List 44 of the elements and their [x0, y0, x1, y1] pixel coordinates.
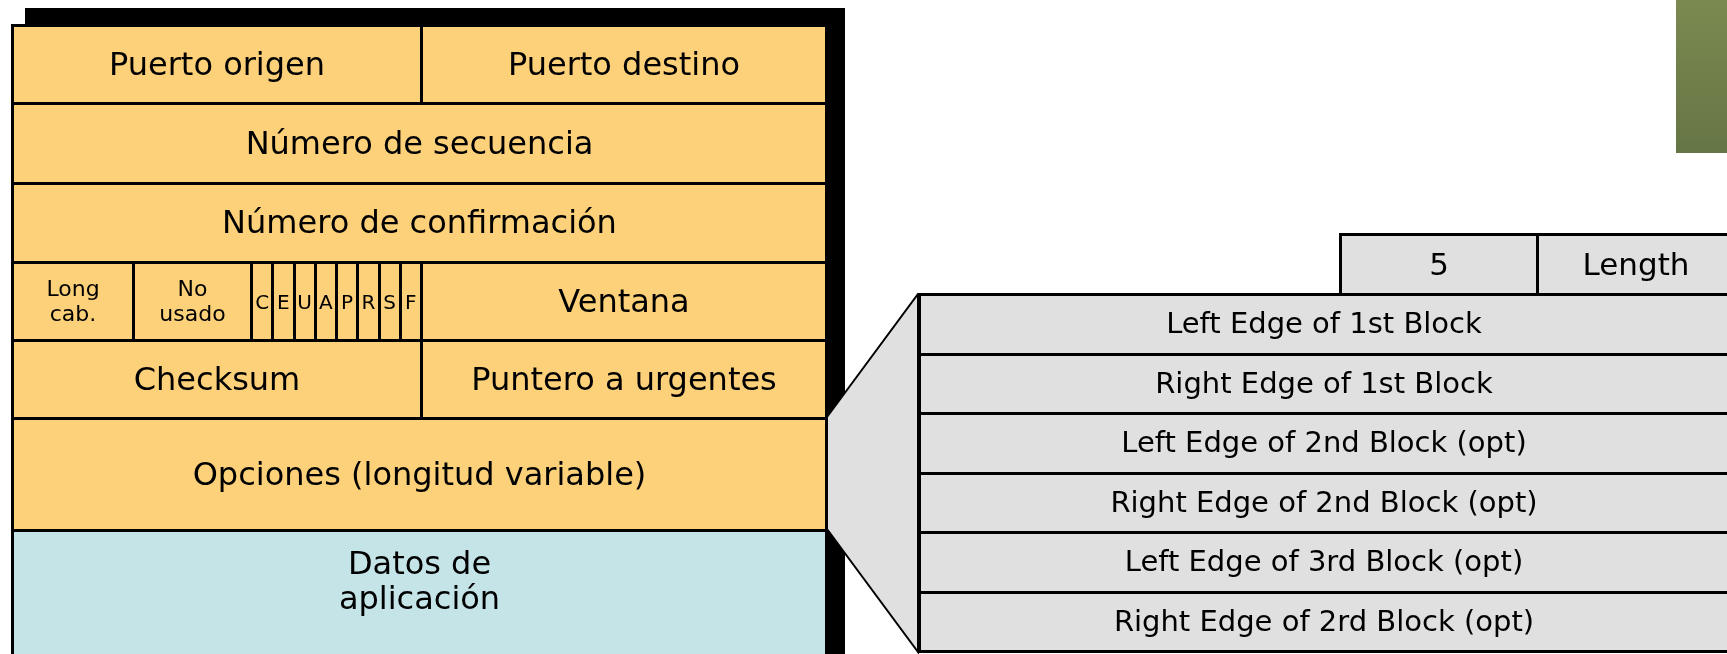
- header-field: [11, 24, 423, 105]
- option-field: [918, 293, 1727, 356]
- payload-field: [11, 529, 828, 654]
- header-field: [11, 182, 828, 264]
- field-label: Número de secuencia: [245, 125, 594, 162]
- header-field: [132, 261, 253, 342]
- field-label: P: [341, 290, 354, 313]
- field-label: Datos de aplicación: [337, 546, 502, 617]
- header-field: [420, 261, 828, 342]
- option-field: [1339, 233, 1539, 296]
- header-field: [420, 339, 828, 420]
- field-label: E: [277, 290, 290, 313]
- field-label: Long cab.: [45, 277, 101, 326]
- field-label: U: [297, 290, 312, 313]
- option-field: [1536, 233, 1727, 296]
- header-field: [11, 261, 135, 342]
- field-label: C: [255, 290, 270, 313]
- field-label: Puntero a urgentes: [471, 361, 777, 398]
- field-label: A: [319, 290, 333, 313]
- header-field: [11, 102, 828, 185]
- field-label: Opciones (longitud variable): [192, 456, 647, 493]
- field-label: Length: [1582, 247, 1690, 282]
- zoom-wedge: [826, 293, 919, 654]
- field-label: Left Edge of 1st Block: [1166, 308, 1482, 341]
- field-label: R: [361, 290, 376, 313]
- field-label: Puerto destino: [507, 46, 741, 83]
- field-label: Puerto origen: [108, 46, 326, 83]
- field-label: Ventana: [558, 283, 690, 320]
- field-label: Right Edge of 1st Block: [1155, 367, 1493, 400]
- header-field: [11, 339, 423, 420]
- field-label: Right Edge of 2nd Block (opt): [1110, 486, 1538, 519]
- field-label: No usado: [158, 277, 227, 326]
- option-field: [918, 531, 1727, 594]
- field-label: Left Edge of 3rd Block (opt): [1124, 546, 1524, 579]
- header-field: [11, 417, 828, 532]
- field-label: 5: [1429, 247, 1449, 282]
- option-field: [918, 412, 1727, 475]
- field-label: Left Edge of 2nd Block (opt): [1121, 427, 1527, 460]
- field-label: F: [405, 290, 417, 313]
- field-label: S: [383, 290, 396, 313]
- field-label: Checksum: [133, 361, 301, 398]
- header-field: [420, 24, 828, 105]
- field-label: Right Edge of 2rd Block (opt): [1113, 605, 1535, 638]
- field-label: Número de confirmación: [222, 205, 617, 241]
